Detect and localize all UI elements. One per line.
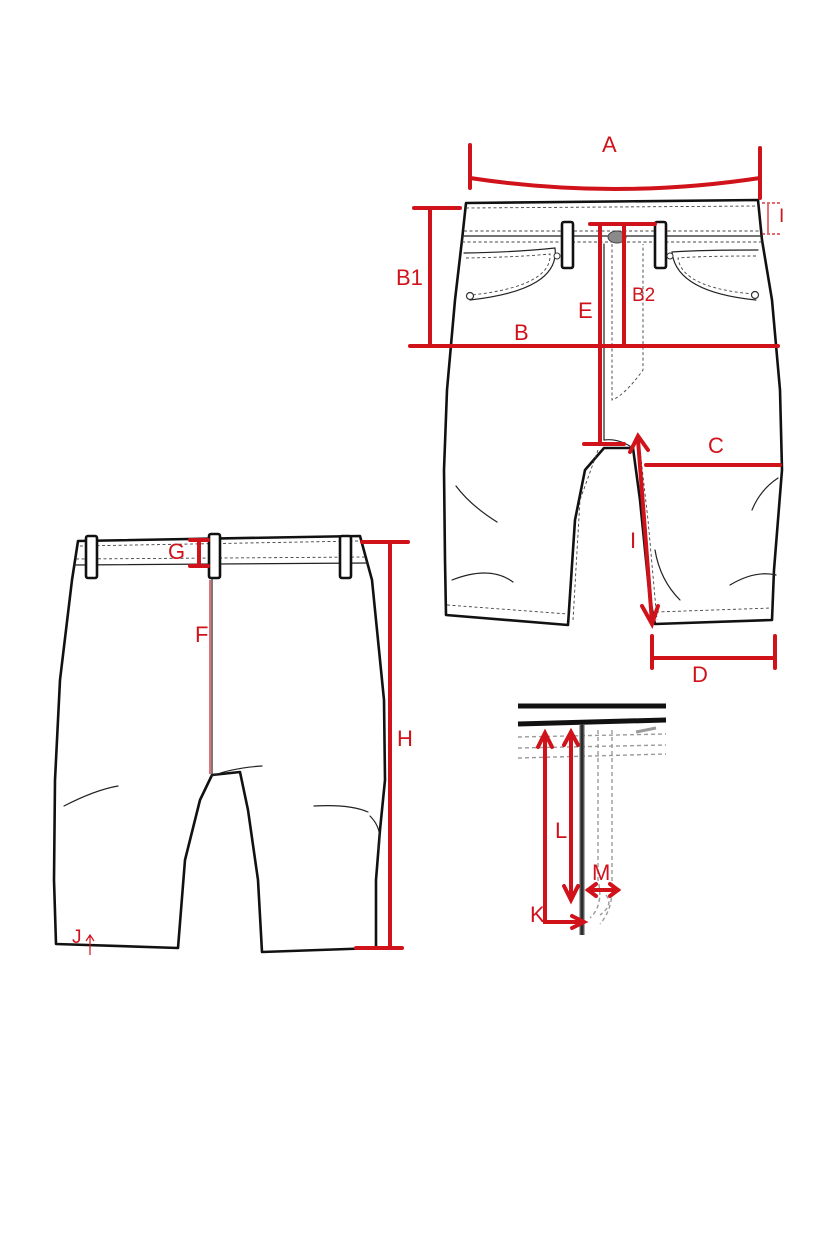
label-B: B: [514, 320, 529, 345]
label-G: G: [168, 539, 185, 564]
front-measurements: A I B1 B E B2 C I D: [396, 132, 784, 687]
label-J: J: [72, 927, 82, 948]
front-pocket-right: [671, 249, 759, 301]
label-D: D: [692, 662, 708, 687]
back-view-shorts: [52, 532, 387, 954]
rivet-left: [465, 291, 475, 301]
label-B1: B1: [396, 265, 423, 290]
label-L: L: [555, 818, 567, 843]
label-I-inseam: I: [630, 528, 636, 553]
front-belt-loop-right: [653, 220, 668, 270]
back-belt-loop-right: [338, 534, 353, 580]
measure-A-line: [468, 176, 762, 191]
fly-detail: L K M: [517, 703, 667, 935]
label-I-top: I: [779, 206, 784, 227]
front-shorts-outline: [442, 198, 784, 627]
measure-K-line: [543, 732, 584, 924]
measure-I-inseam-line: [636, 438, 654, 624]
label-F: F: [195, 622, 208, 647]
label-K: K: [530, 902, 545, 927]
measure-J-line: [85, 933, 95, 955]
label-E: E: [578, 298, 593, 323]
label-A: A: [602, 132, 617, 157]
front-belt-loop-left: [560, 220, 575, 270]
rivet-right: [750, 290, 760, 300]
label-M: M: [592, 860, 610, 885]
label-H: H: [397, 726, 413, 751]
label-C: C: [708, 433, 724, 458]
label-B2: B2: [632, 285, 655, 306]
front-view-shorts: [442, 198, 784, 627]
fly-detail-waistband-bottom: [517, 717, 667, 727]
back-shorts-outline: [52, 534, 387, 954]
back-measurements: G F H J: [72, 538, 413, 955]
back-belt-loop-center: [207, 532, 222, 580]
front-pocket-left: [463, 247, 556, 301]
back-belt-loop-left: [84, 534, 99, 580]
